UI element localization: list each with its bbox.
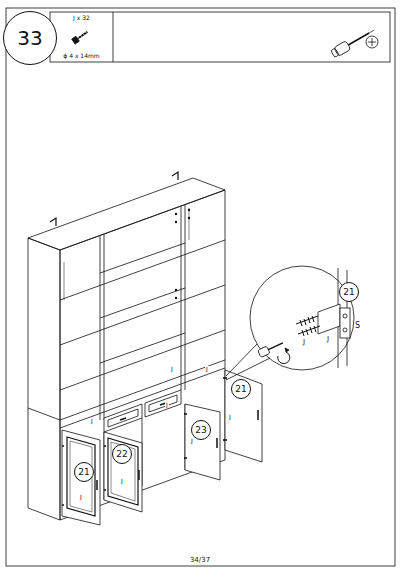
- callout-circle: 21: [231, 379, 251, 399]
- callout-circle: 23: [191, 420, 211, 440]
- callout-circle: 22: [112, 444, 132, 464]
- part-letter: J: [79, 494, 83, 500]
- step-number-circle: 33: [3, 11, 57, 65]
- part-letter: J: [326, 336, 330, 343]
- callout-circle: 21: [74, 462, 94, 482]
- callout-number: 23: [195, 426, 206, 435]
- quantity-label: J x 32: [73, 15, 90, 21]
- part-letter: J: [205, 366, 209, 372]
- hardware-box: J x 32 ϕ 4 x 14mm: [50, 12, 113, 62]
- part-letter: J: [90, 418, 94, 424]
- part-letter: J: [190, 438, 194, 444]
- callout-circle: 21: [339, 282, 359, 302]
- size-label: ϕ 4 x 14mm: [63, 53, 99, 59]
- page-number: 34/37: [189, 557, 211, 564]
- part-letter: S: [354, 322, 361, 330]
- callout-number: 21: [78, 468, 89, 477]
- part-letter: J: [302, 339, 306, 346]
- part-letter: J: [170, 366, 174, 372]
- callout-number: 21: [235, 385, 246, 394]
- callout-number: 21: [343, 288, 354, 297]
- part-letter: J: [228, 414, 232, 420]
- part-letter: J: [120, 478, 124, 484]
- callout-number: 33: [17, 28, 42, 48]
- part-letter: J: [165, 402, 169, 408]
- callout-number: 22: [116, 450, 127, 459]
